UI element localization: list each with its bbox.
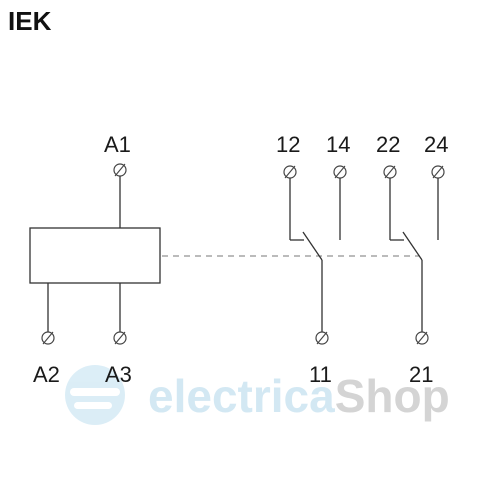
terminal-label-12: 12 [276,132,300,157]
watermark-text-part1: electrica [148,370,335,422]
contact-blade-1 [302,231,323,261]
coil-box [29,227,161,284]
watermark: electricaShop [65,365,450,425]
watermark-text-part2: Shop [335,370,450,422]
logo-text: IEK [8,6,52,36]
terminal-label-24: 24 [424,132,448,157]
terminal-label-21: 21 [409,362,433,387]
terminal-a3: A3 [105,283,132,387]
watermark-logo-icon [65,365,125,425]
terminal-a2: A2 [33,283,60,387]
terminal-label-a3: A3 [105,362,132,387]
terminal-label-a2: A2 [33,362,60,387]
iek-logo: IEK [8,6,52,36]
contact-group-2: 22 24 21 [376,132,448,387]
terminal-label-22: 22 [376,132,400,157]
watermark-text: electricaShop [148,370,450,422]
terminal-label-11: 11 [309,362,332,387]
terminal-a1: A1 [104,132,131,228]
contact-blade-2 [402,231,423,261]
terminal-label-14: 14 [326,132,350,157]
contact-group-1: 12 14 11 [276,132,350,387]
terminal-label-a1: A1 [104,132,131,157]
